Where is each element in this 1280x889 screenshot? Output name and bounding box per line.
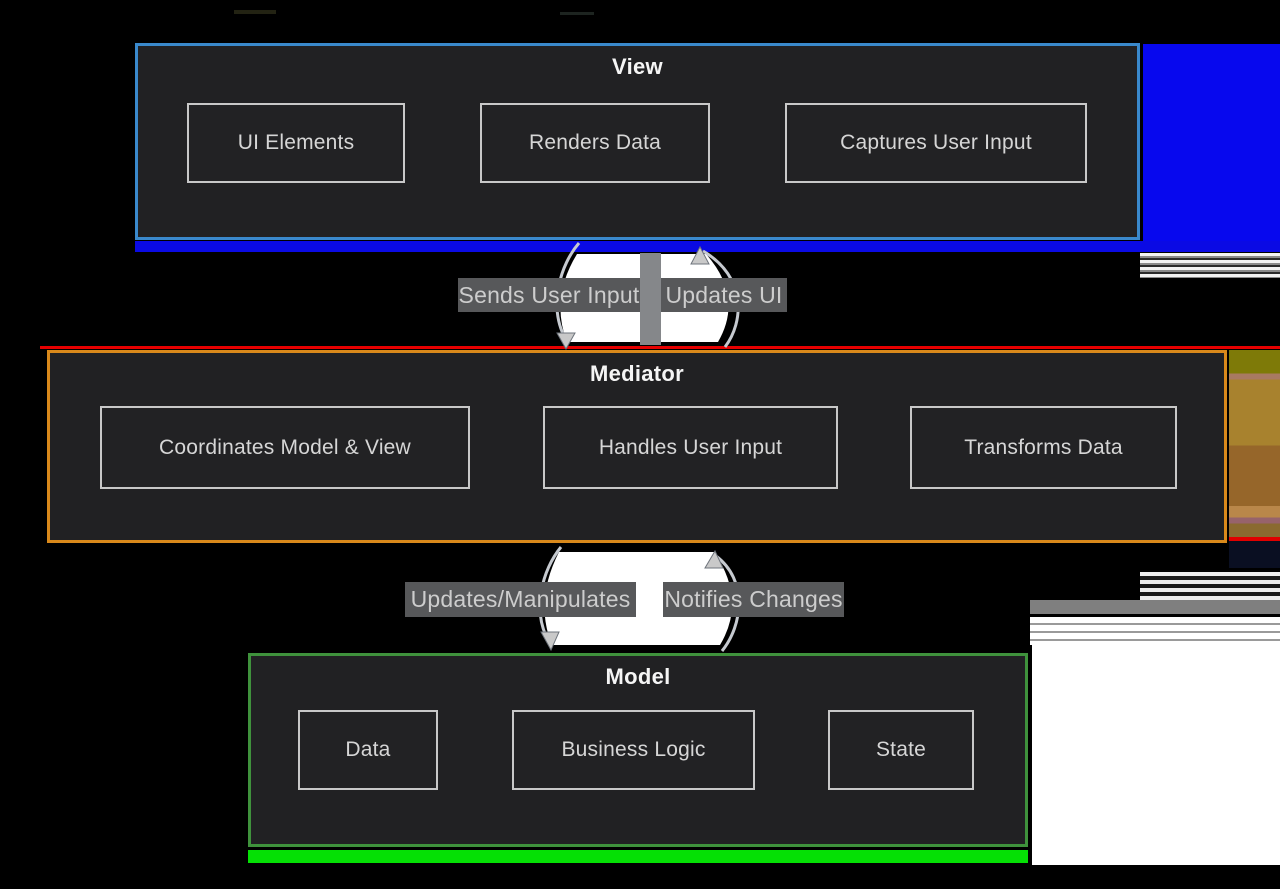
- node-transforms-data: Transforms Data: [910, 406, 1177, 489]
- artifact-olive-column: [1229, 350, 1280, 545]
- node-ui-elements: UI Elements: [187, 103, 405, 183]
- artifact-stripes: [1030, 617, 1280, 645]
- node-state: State: [828, 710, 974, 790]
- arrowhead-up-icon: [704, 549, 724, 569]
- arrowhead-down-icon: [556, 332, 576, 351]
- node-coordinates-model-view: Coordinates Model & View: [100, 406, 470, 489]
- mediator-title: Mediator: [589, 361, 685, 386]
- artifact-gray-bar: [640, 253, 661, 345]
- arrowhead-up-icon: [690, 245, 710, 265]
- artifact-white-block: [1032, 645, 1280, 865]
- node-handles-user-input: Handles User Input: [543, 406, 838, 489]
- edge-label-updates-manipulates: Updates/Manipulates: [405, 582, 636, 617]
- model-title: Model: [605, 664, 671, 689]
- artifact-navy-block: [1229, 545, 1280, 568]
- artifact-green-bar: [248, 850, 1028, 863]
- artifact-gray-band: [1030, 600, 1280, 614]
- artifact-blue-block: [1143, 44, 1280, 249]
- artifact-stripes: [1140, 253, 1280, 278]
- view-title: View: [612, 54, 663, 79]
- edge-label-updates-ui: Updates UI: [661, 278, 787, 312]
- arrowhead-down-icon: [540, 631, 560, 652]
- node-data: Data: [298, 710, 438, 790]
- node-renders-data: Renders Data: [480, 103, 710, 183]
- artifact-white-lens: [544, 552, 733, 645]
- node-business-logic: Business Logic: [512, 710, 755, 790]
- artifact-noise: [560, 12, 594, 15]
- edge-label-notifies-changes: Notifies Changes: [663, 582, 844, 617]
- artifact-blue-band: [135, 241, 1280, 252]
- edge-label-sends-user-input: Sends User Input: [458, 278, 640, 312]
- artifact-noise: [234, 10, 276, 14]
- artifact-red-line: [40, 346, 1280, 349]
- node-captures-user-input: Captures User Input: [785, 103, 1087, 183]
- artifact-stripes: [1140, 572, 1280, 600]
